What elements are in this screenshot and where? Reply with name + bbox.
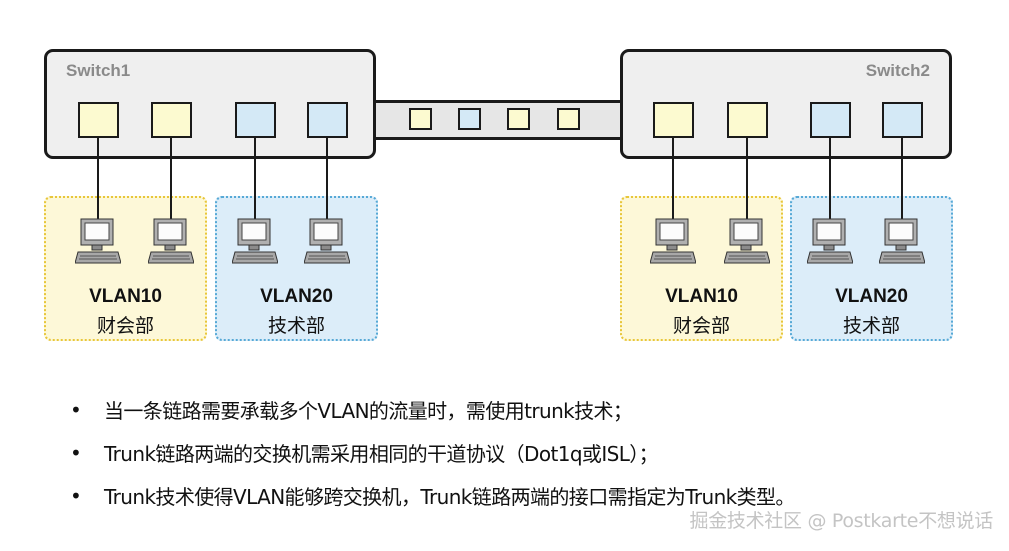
cable xyxy=(326,138,328,223)
switch-port-vlan20 xyxy=(810,102,851,138)
switch-port-vlan20 xyxy=(235,102,276,138)
bullet-dot: • xyxy=(70,483,82,508)
bullet-item: • 当一条链路需要承载多个VLAN的流量时，需使用trunk技术； xyxy=(70,388,795,431)
cable xyxy=(672,138,674,223)
bullet-item: • Trunk链路两端的交换机需采用相同的干道协议（Dot1q或ISL）； xyxy=(70,431,795,474)
watermark: 掘金技术社区 @ Postkarte不想说话 xyxy=(689,510,994,532)
computer-icon xyxy=(232,218,278,264)
vlan-department: 财会部 xyxy=(672,315,730,337)
bullet-text: 当一条链路需要承载多个VLAN的流量时，需使用trunk技术； xyxy=(104,399,633,423)
vlan-name: VLAN10 xyxy=(665,286,738,307)
computer-icon xyxy=(879,218,925,264)
trunk-frame-vlan20 xyxy=(458,108,481,130)
computer-icon xyxy=(724,218,770,264)
switch-port-vlan10 xyxy=(151,102,192,138)
switch-port-vlan20 xyxy=(307,102,348,138)
bullet-text: Trunk技术使得VLAN能够跨交换机，Trunk链路两端的接口需指定为Trun… xyxy=(104,485,795,509)
switch-port-vlan10 xyxy=(78,102,119,138)
trunk-frame-vlan10 xyxy=(409,108,432,130)
trunk-frame-vlan10 xyxy=(557,108,580,130)
switch-port-vlan10 xyxy=(727,102,768,138)
vlan-name: VLAN20 xyxy=(835,286,908,307)
switch-port-vlan20 xyxy=(882,102,923,138)
cable xyxy=(97,138,99,223)
cable xyxy=(170,138,172,223)
vlan-department: 技术部 xyxy=(842,315,900,337)
vlan-name: VLAN20 xyxy=(260,286,333,307)
cable xyxy=(254,138,256,223)
bullet-dot: • xyxy=(70,440,82,465)
computer-icon xyxy=(807,218,853,264)
computer-icon xyxy=(75,218,121,264)
computer-icon xyxy=(304,218,350,264)
computer-icon xyxy=(148,218,194,264)
bullet-dot: • xyxy=(70,397,82,422)
cable xyxy=(829,138,831,223)
trunk-frame-vlan10 xyxy=(507,108,530,130)
vlan-name: VLAN10 xyxy=(89,286,162,307)
switch-port-vlan10 xyxy=(653,102,694,138)
cable xyxy=(746,138,748,223)
vlan-department: 技术部 xyxy=(267,315,325,337)
bullet-item: • Trunk技术使得VLAN能够跨交换机，Trunk链路两端的接口需指定为Tr… xyxy=(70,474,795,517)
bullet-list: • 当一条链路需要承载多个VLAN的流量时，需使用trunk技术； • Trun… xyxy=(70,388,795,517)
cable xyxy=(901,138,903,223)
switch-label: Switch2 xyxy=(865,61,930,80)
switch-label: Switch1 xyxy=(66,61,131,80)
bullet-text: Trunk链路两端的交换机需采用相同的干道协议（Dot1q或ISL）； xyxy=(104,442,659,466)
vlan-department: 财会部 xyxy=(96,315,154,337)
computer-icon xyxy=(650,218,696,264)
